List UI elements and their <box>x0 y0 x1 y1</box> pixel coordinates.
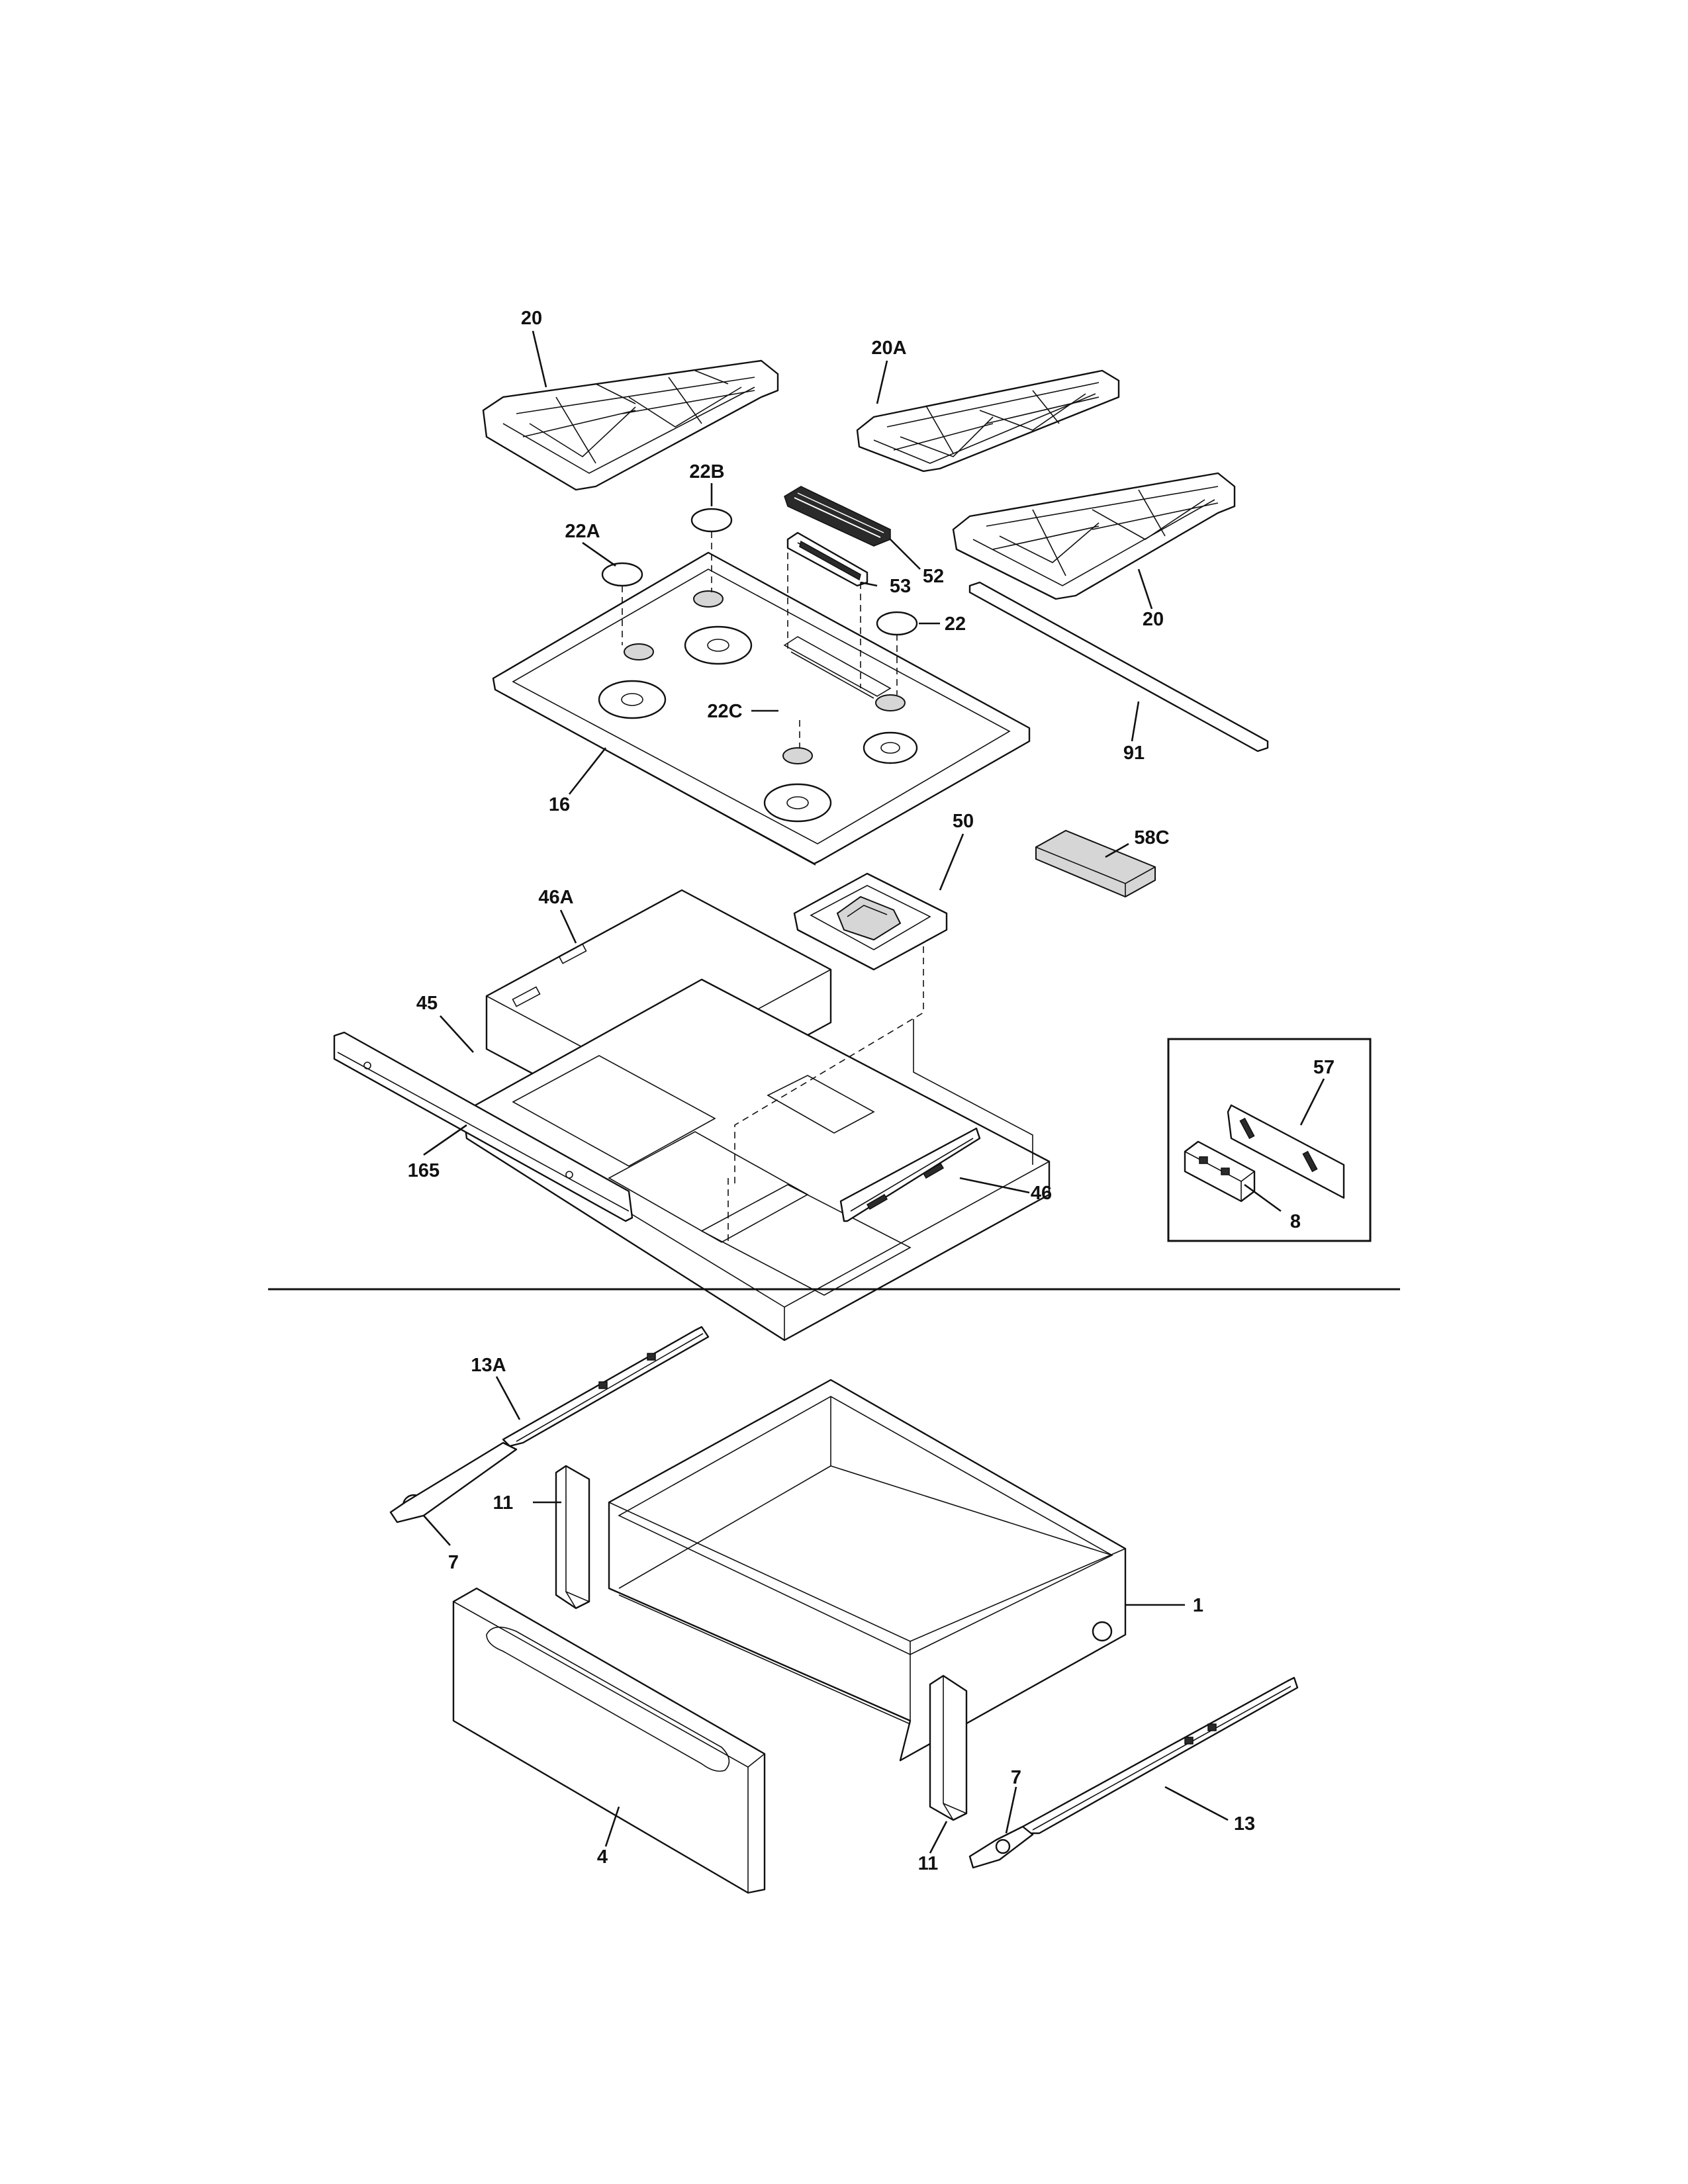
callout-53: 53 <box>890 576 911 597</box>
burner-cap-22B <box>690 508 733 533</box>
grate-20-left <box>482 359 779 491</box>
callout-50: 50 <box>953 811 974 832</box>
callout-13A: 13A <box>471 1355 506 1376</box>
callout-22B: 22B <box>689 461 724 482</box>
callout-165: 165 <box>408 1160 440 1181</box>
callout-16: 16 <box>549 794 570 815</box>
drawer-slide-13 <box>968 1676 1299 1869</box>
drawer-slide-13A <box>389 1326 710 1524</box>
callout-91: 91 <box>1123 743 1145 764</box>
callout-13: 13 <box>1234 1813 1255 1835</box>
burner-cap-22A <box>601 562 643 587</box>
callout-45: 45 <box>416 993 438 1014</box>
part-52 <box>784 486 891 547</box>
callout-57: 57 <box>1313 1057 1335 1078</box>
callout-22A: 22A <box>565 521 600 542</box>
grate-20A <box>856 369 1120 473</box>
callout-7-left: 7 <box>448 1552 459 1573</box>
trim-strip-91 <box>968 581 1269 752</box>
callout-4: 4 <box>597 1846 608 1868</box>
part-50 <box>793 872 948 971</box>
rail-165 <box>333 1031 633 1222</box>
rail-46 <box>839 1127 981 1222</box>
callout-20-right: 20 <box>1143 609 1164 630</box>
part-53 <box>786 531 868 587</box>
callout-8: 8 <box>1290 1211 1301 1232</box>
callout-7-right: 7 <box>1011 1767 1021 1788</box>
callout-52: 52 <box>923 566 944 587</box>
callout-1: 1 <box>1193 1595 1203 1616</box>
callout-11-right: 11 <box>918 1853 939 1874</box>
bracket-11-left <box>555 1465 590 1610</box>
callout-20A: 20A <box>871 338 906 359</box>
callout-11-left: 11 <box>493 1492 514 1514</box>
callout-20-left: 20 <box>521 308 542 329</box>
callout-46A: 46A <box>538 887 573 908</box>
cooktop-16 <box>492 551 1031 866</box>
leader-lines <box>423 330 1325 1854</box>
drawer-box-1 <box>608 1379 1127 1762</box>
grate-20-right <box>952 472 1236 600</box>
part-58C <box>1035 829 1156 898</box>
drawer-front-4 <box>452 1587 766 1894</box>
bracket-11-right <box>929 1674 968 1821</box>
callout-46: 46 <box>1031 1183 1052 1204</box>
callout-58C: 58C <box>1134 827 1169 848</box>
callout-22C: 22C <box>707 701 742 722</box>
burner-cap-22 <box>876 611 918 636</box>
chassis-45 <box>462 946 1051 1342</box>
callout-22: 22 <box>945 614 966 635</box>
inset-box <box>1167 1038 1372 1242</box>
